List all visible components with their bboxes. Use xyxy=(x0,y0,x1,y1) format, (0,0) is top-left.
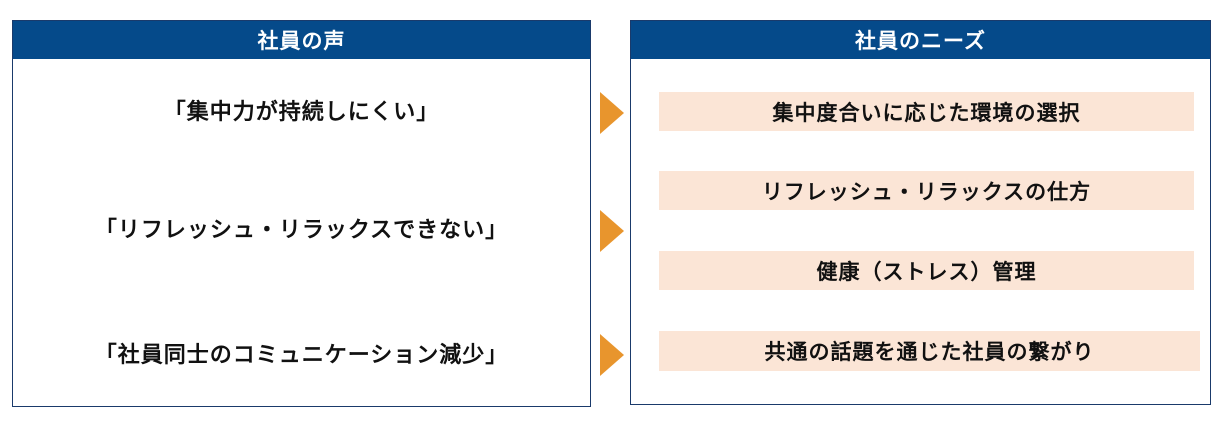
voice-item: 「集中力が持続しにくい」 xyxy=(163,100,440,125)
arrow-right-icon xyxy=(600,210,624,252)
employee-voice-panel: 社員の声 「集中力が持続しにくい」 「リフレッシュ・リラックスできない」 「社員… xyxy=(12,20,591,407)
arrow-right-icon xyxy=(600,334,624,376)
arrow-right-icon xyxy=(600,92,624,134)
need-item: 健康（ストレス）管理 xyxy=(659,251,1194,290)
voice-item: 「社員同士のコミュニケーション減少」 xyxy=(94,343,509,368)
need-item: リフレッシュ・リラックスの仕方 xyxy=(659,171,1194,210)
employee-voice-header: 社員の声 xyxy=(13,21,590,59)
voice-item: 「リフレッシュ・リラックスできない」 xyxy=(94,218,509,243)
need-item: 集中度合いに応じた環境の選択 xyxy=(659,92,1194,131)
employee-needs-header: 社員のニーズ xyxy=(631,21,1210,59)
employee-needs-panel: 社員のニーズ 集中度合いに応じた環境の選択 リフレッシュ・リラックスの仕方 健康… xyxy=(630,20,1211,405)
need-item: 共通の話題を通じた社員の繋がり xyxy=(659,331,1200,371)
